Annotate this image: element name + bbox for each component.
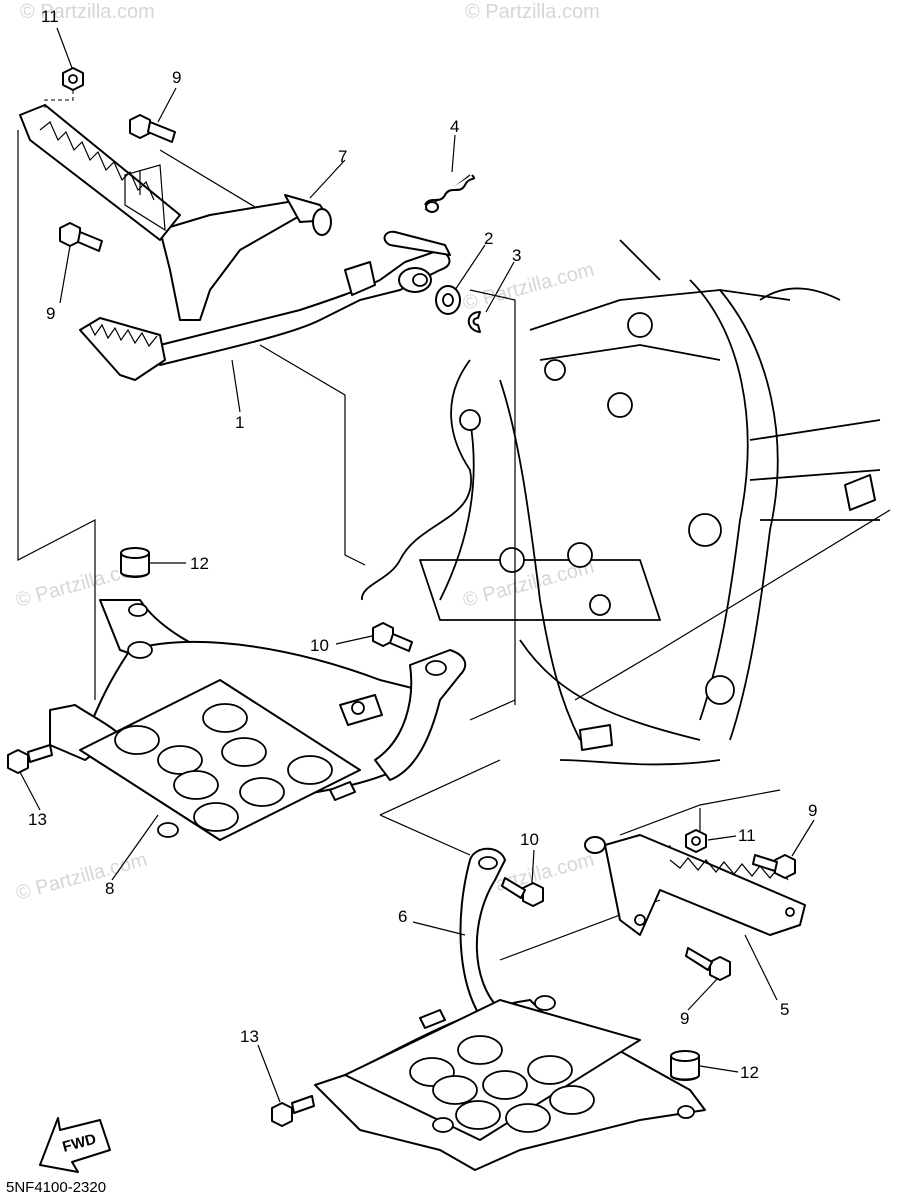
grommet-right [670, 1050, 700, 1081]
callout-5: 5 [780, 1000, 789, 1019]
grommet-left [120, 547, 150, 578]
callout-8: 8 [105, 879, 114, 898]
callout-13: 13 [240, 1027, 259, 1046]
bolt-bottom [271, 1095, 315, 1127]
watermark-text: © Partzilla.com [14, 849, 150, 905]
bolt-top-1 [129, 114, 176, 143]
nut-lower [685, 829, 707, 853]
callout-3: 3 [512, 246, 521, 265]
callout-11: 11 [738, 826, 756, 845]
fwd-arrow-icon: FWD [39, 1117, 111, 1173]
callout-9: 9 [808, 801, 817, 820]
footrest-plate-right [314, 847, 706, 1171]
callout-9: 9 [172, 68, 181, 87]
callouts: 11 9 4 7 2 3 9 1 12 10 13 8 10 11 9 6 5 … [28, 7, 817, 1082]
leader-lines [19, 27, 815, 1103]
footpeg-top [19, 104, 181, 241]
bolt-left [7, 744, 53, 774]
nut-top [44, 67, 84, 110]
bolt-right-2 [685, 947, 731, 981]
watermark-text: © Partzilla.com [465, 1, 600, 23]
callout-13: 13 [28, 810, 47, 829]
callout-12: 12 [740, 1063, 759, 1082]
bolt-right-1 [752, 854, 796, 879]
bolt-top-2 [59, 222, 103, 252]
brake-pedal [79, 230, 451, 381]
footrest-bracket-top [159, 194, 332, 321]
footpeg-right [584, 834, 806, 936]
callout-7: 7 [338, 147, 347, 166]
circlip [467, 311, 481, 333]
bolt-middle [372, 622, 413, 652]
callout-9: 9 [680, 1009, 689, 1028]
vehicle-frame [361, 239, 881, 766]
watermark-text: © Partzilla.com [20, 1, 155, 23]
drawing-code: 5NF4100-2320 [6, 1179, 106, 1196]
bolt-lower [501, 877, 544, 907]
callout-2: 2 [484, 229, 493, 248]
callout-9: 9 [46, 304, 55, 323]
guide-lines [17, 130, 891, 961]
watermark-text: © Partzilla.com [461, 259, 597, 315]
callout-1: 1 [235, 413, 244, 432]
callout-10: 10 [310, 636, 329, 655]
callout-12: 12 [190, 554, 209, 573]
callout-6: 6 [398, 907, 407, 926]
footrest-plate-left [49, 599, 467, 841]
callout-11: 11 [41, 7, 59, 26]
callout-10: 10 [520, 830, 539, 849]
return-spring [424, 174, 476, 213]
callout-4: 4 [450, 117, 459, 136]
washer [435, 285, 461, 315]
